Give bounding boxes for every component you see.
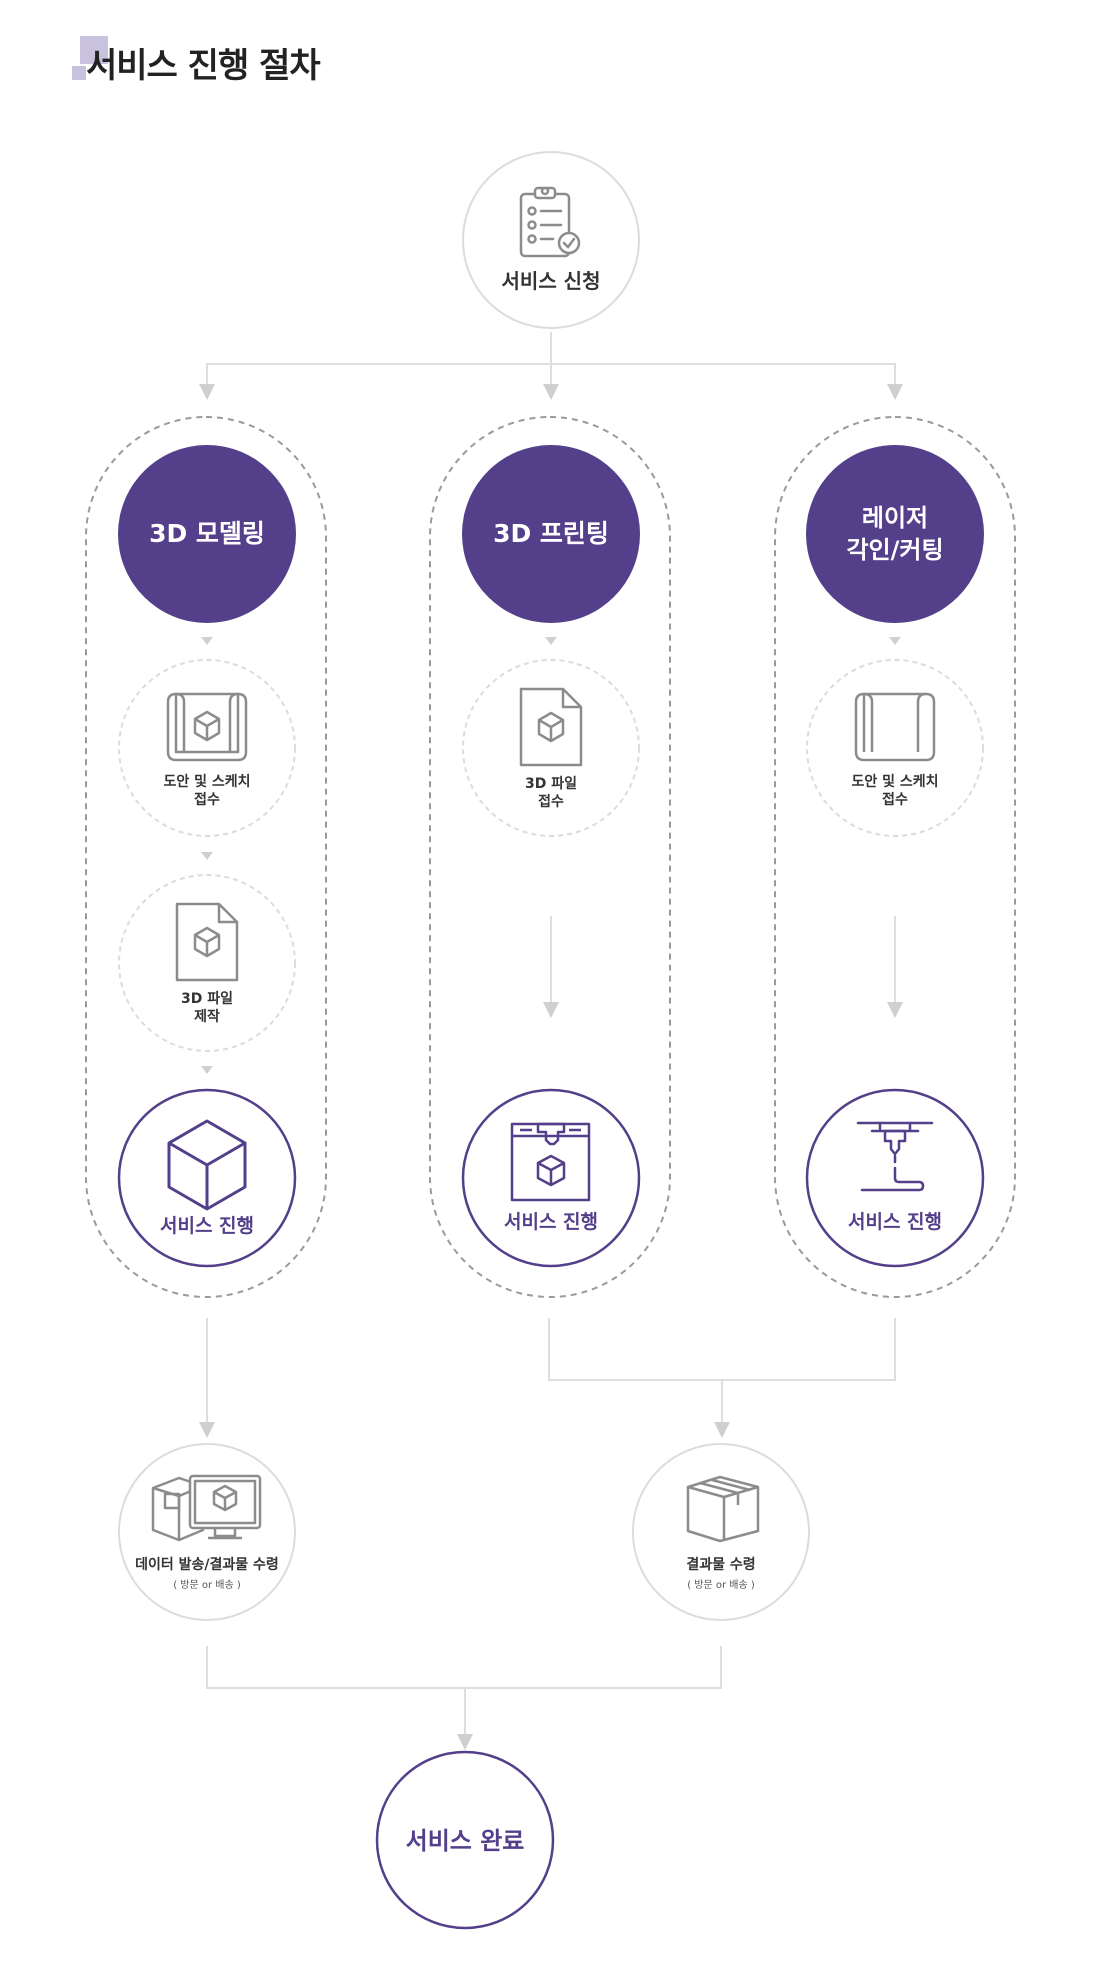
inner-arrows — [201, 637, 901, 1074]
result-circle-data — [118, 1443, 296, 1621]
column-frame-laser — [774, 416, 1016, 1298]
connector-branch — [206, 363, 896, 392]
cube-icon — [167, 1119, 247, 1211]
3d-printer-icon — [510, 1122, 591, 1202]
connectors — [199, 332, 903, 1750]
clipboard-checklist-icon — [519, 186, 581, 258]
page-title: 서비스 진행 절차 — [86, 46, 321, 86]
result-sub-data: ( 방문 or 배송 ) — [173, 1579, 241, 1591]
header-label-printing: 3D 프린팅 — [493, 519, 609, 548]
step-circle — [118, 874, 296, 1052]
step-label: 접수 — [882, 792, 908, 808]
blueprint-scroll-icon — [166, 692, 248, 762]
step-circle — [118, 659, 296, 837]
result-nodes: 데이터 발송/결과물 수령 ( 방문 or 배송 ) 결과물 수령 ( 방문 o… — [118, 1443, 810, 1621]
header-label-modeling: 3D 모델링 — [149, 519, 265, 548]
step-nodes: 도안 및 스케치 접수 3D 파일 제작 3D 파일 접수 도안 및 스케치 — [118, 659, 984, 1052]
step-label: 도안 및 스케치 — [851, 773, 938, 790]
header-label-laser-line2: 각인/커팅 — [846, 536, 943, 564]
header-circle-printing — [462, 445, 640, 623]
process-label-printing: 서비스 진행 — [504, 1211, 598, 1233]
column-frame-modeling — [85, 416, 327, 1298]
header-label-laser-line1: 레이저 — [862, 504, 928, 532]
header-circle-modeling — [118, 445, 296, 623]
process-label-modeling: 서비스 진행 — [160, 1215, 254, 1237]
process-nodes: 서비스 진행 서비스 진행 서비스 진행 — [117, 1088, 985, 1268]
end-node: 서비스 완료 — [375, 1750, 555, 1930]
step-label: 제작 — [194, 1008, 220, 1025]
result-label-data: 데이터 발송/결과물 수령 — [135, 1556, 279, 1573]
laser-cutter-icon — [856, 1121, 934, 1192]
end-circle — [375, 1750, 555, 1930]
page-title-block: 서비스 진행 절차 — [72, 36, 372, 86]
end-label: 서비스 완료 — [406, 1827, 525, 1855]
result-label-product: 결과물 수령 — [686, 1556, 755, 1573]
arrow-icon — [545, 637, 557, 645]
start-node: 서비스 신청 — [462, 151, 640, 329]
column-frames — [85, 416, 1016, 1298]
connector-merge-results — [206, 1646, 722, 1689]
column-frame-printing — [429, 416, 671, 1298]
step-circle — [806, 659, 984, 837]
step-label: 3D 파일 — [525, 776, 577, 792]
box-monitor-icon — [151, 1474, 262, 1542]
result-circle-product — [632, 1443, 810, 1621]
start-label: 서비스 신청 — [502, 269, 601, 293]
title-decoration-small — [72, 66, 86, 80]
arrow-icon — [889, 637, 901, 645]
step-label: 3D 파일 — [181, 991, 233, 1007]
arrow-icon — [201, 637, 213, 645]
arrow-icon — [201, 852, 213, 860]
3d-file-icon — [519, 687, 583, 767]
connector-merge-23 — [548, 1318, 896, 1381]
result-sub-product: ( 방문 or 배송 ) — [687, 1579, 755, 1591]
step-label: 도안 및 스케치 — [163, 773, 250, 790]
title-decoration — [80, 36, 108, 64]
arrow-icon — [201, 1066, 213, 1074]
step-label: 접수 — [538, 794, 564, 810]
step-label: 접수 — [194, 792, 220, 808]
blueprint-scroll-icon — [854, 692, 936, 762]
step-circle — [462, 659, 640, 837]
process-label-laser: 서비스 진행 — [848, 1211, 942, 1233]
header-circle-laser — [806, 445, 984, 623]
3d-file-icon — [175, 902, 239, 982]
column-headers: 3D 모델링 3D 프린팅 레이저 각인/커팅 — [118, 445, 984, 623]
box-icon — [686, 1475, 760, 1543]
